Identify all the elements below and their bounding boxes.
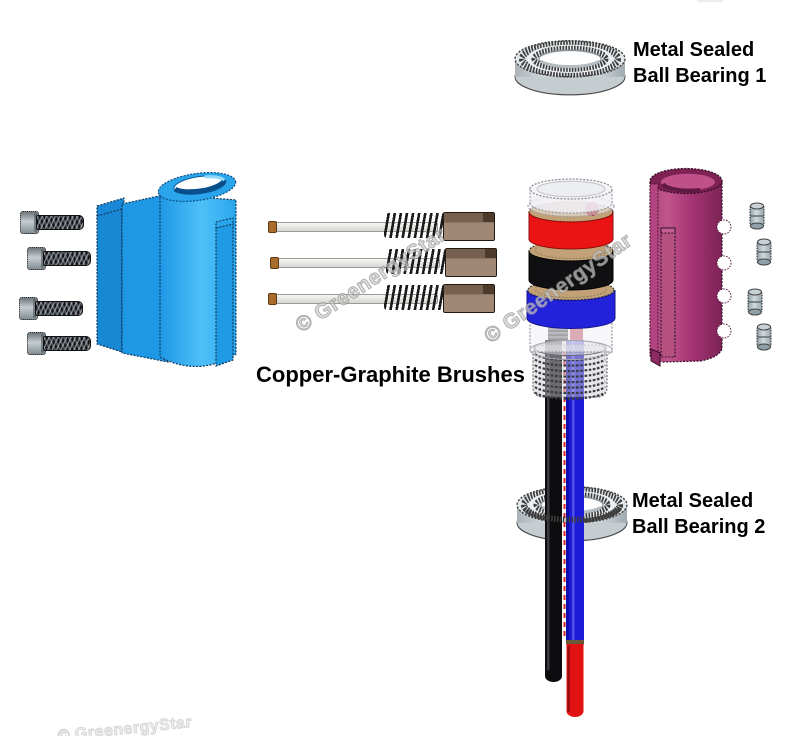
brush-block xyxy=(445,248,497,277)
screw-shaft-icon xyxy=(43,251,91,266)
screw-shaft-icon xyxy=(35,301,83,316)
brushes-label-text: Copper-Graphite Brushes xyxy=(256,362,525,387)
brush-spring xyxy=(386,249,446,274)
bearing-1-label-line1: Metal Sealed xyxy=(633,39,755,61)
screw-2 xyxy=(27,247,91,270)
edge-artifact xyxy=(697,0,723,2)
brush-copper-tip xyxy=(270,257,279,269)
ball-bearing-2 xyxy=(517,486,627,546)
screw-1 xyxy=(20,211,84,234)
brush-block xyxy=(443,212,495,241)
brush-spring xyxy=(384,213,444,238)
ball-bearing-1 xyxy=(515,41,625,95)
slip-ring-shaft-assembly xyxy=(526,178,616,717)
housing-half-blue xyxy=(96,171,237,367)
brush-3 xyxy=(268,284,495,313)
slip-ring-red xyxy=(528,201,614,250)
housing-half-purple xyxy=(649,167,732,367)
bearing-2-label: Metal Sealed Ball Bearing 2 xyxy=(632,488,765,540)
bearing-2-label-line2: Ball Bearing 2 xyxy=(632,516,766,538)
bearing-1-label: Metal Sealed Ball Bearing 1 xyxy=(633,37,766,89)
screw-head-icon xyxy=(19,297,38,320)
bearing-1-label-line2: Ball Bearing 1 xyxy=(633,65,767,87)
brush-copper-tip xyxy=(268,293,277,305)
screw-3 xyxy=(19,297,83,320)
screw-4 xyxy=(27,332,91,355)
screw-shaft-icon xyxy=(43,336,91,351)
screw-head-icon xyxy=(27,247,46,270)
standoff-nuts xyxy=(747,202,772,351)
brush-1 xyxy=(268,212,495,241)
brush-block xyxy=(443,284,495,313)
screw-shaft-icon xyxy=(36,215,84,230)
transparent-cap xyxy=(527,178,615,218)
brush-2 xyxy=(270,248,497,277)
brush-copper-tip xyxy=(268,221,277,233)
bearing-2-label-line1: Metal Sealed xyxy=(632,490,754,512)
brushes-label: Copper-Graphite Brushes xyxy=(256,362,525,388)
brush-spring xyxy=(384,285,444,310)
